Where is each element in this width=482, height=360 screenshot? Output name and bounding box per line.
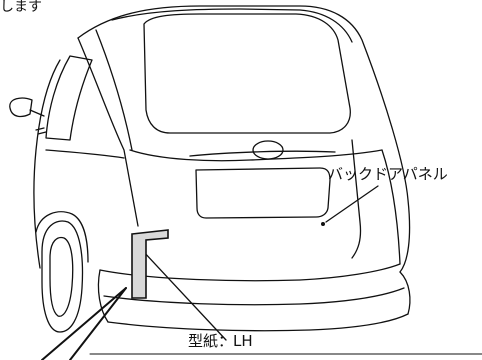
left-pillar-inner [95,29,133,151]
emblem [252,140,284,160]
side-window [45,55,93,141]
plate-recess-upper-edge [189,150,336,157]
license-plate-recess [195,167,331,219]
bumper-bottom [107,313,409,332]
top-text-fragment: します [0,0,42,15]
door-handle [35,127,47,135]
tire [41,220,84,333]
roof-inner-line [111,8,353,43]
leader-line-template [141,249,227,341]
panel-right-edge [351,139,362,259]
bumper-middle [103,287,405,306]
back-door-lower [129,149,383,162]
right-quarter [381,149,401,265]
bumper-top [99,263,401,282]
side-door-line [45,149,125,159]
bumper-left-end [97,269,109,323]
bumper-right-end [399,271,411,315]
template-lh [131,229,169,299]
wheel-arch [35,211,89,263]
back-door-panel-label: バックドアパネル [328,165,448,183]
side-door-outline [33,59,61,269]
arrow-line-1 [41,287,127,360]
side-mirror [9,97,33,118]
template-lh-label: 型紙：LH [188,332,253,350]
leader-line-panel [325,185,379,223]
left-pillar [77,37,139,227]
panel-marker-dot [321,222,325,226]
tire-inner [49,236,74,317]
roof-outline [77,5,411,273]
mirror-arm [29,109,45,117]
rear-window [143,13,351,134]
arrow-line-2 [69,287,127,360]
